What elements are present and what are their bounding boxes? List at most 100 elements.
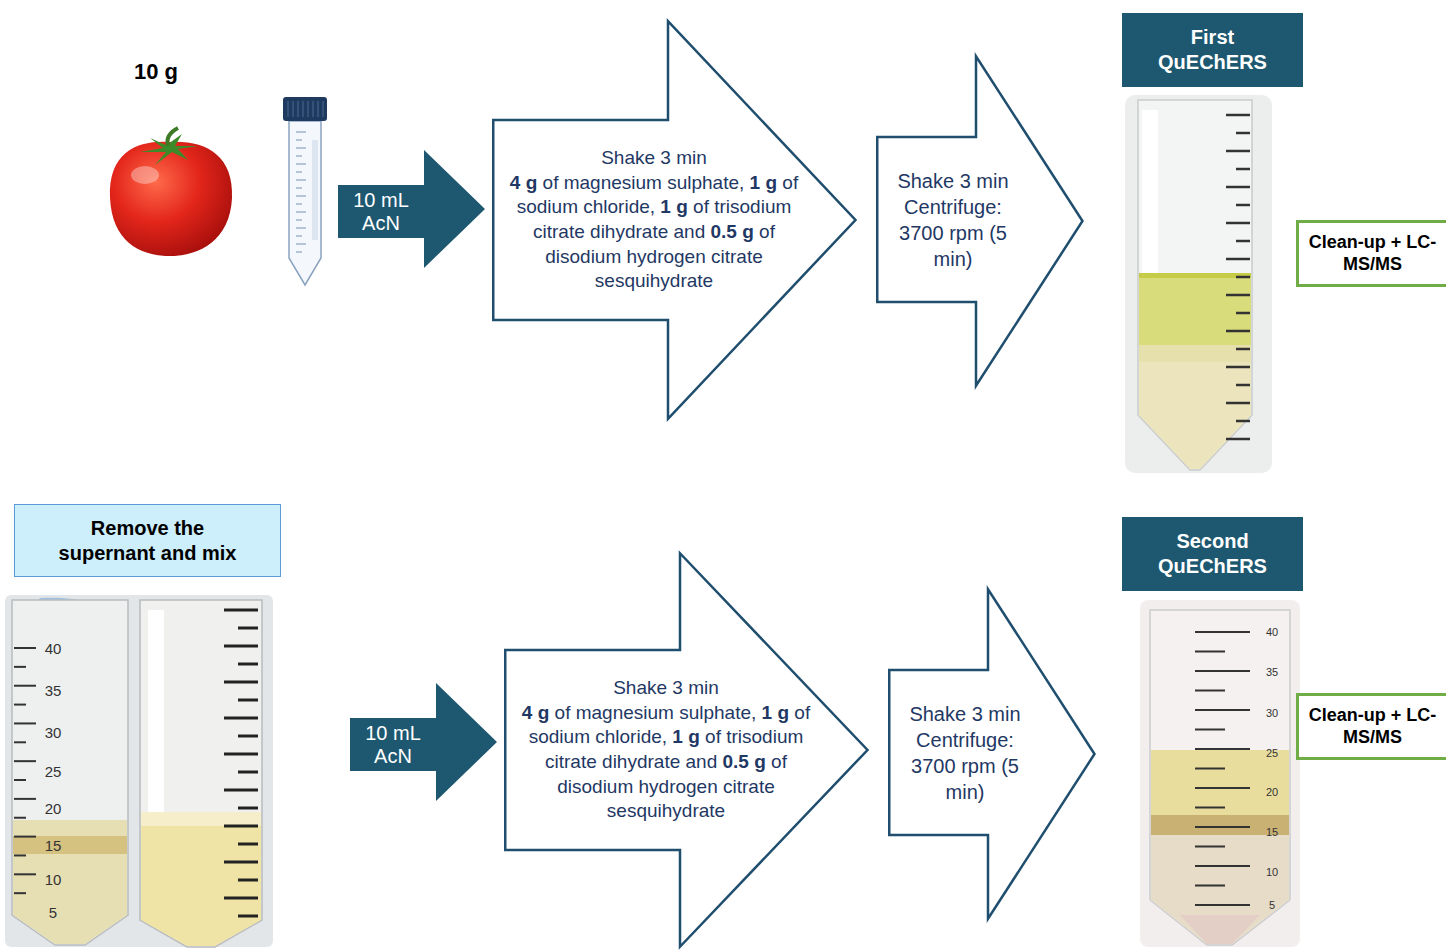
graduation-marks — [1195, 787, 1250, 789]
first-extract-photo — [1139, 275, 1251, 345]
solvent-arrow: 10 mL AcN — [350, 683, 497, 801]
tube-icon — [289, 121, 321, 285]
node-body-text: Centrifuge: 3700 rpm (5 min) — [894, 727, 1036, 805]
graduation-marks — [1195, 651, 1225, 653]
text-run: 1 g — [660, 196, 687, 217]
supernatant-transfer-photo — [140, 600, 262, 947]
graduation-marks — [1195, 631, 1250, 633]
graduation-marks — [1226, 330, 1250, 333]
analysis-box: Clean-up + LC-MS/MS — [1296, 693, 1446, 760]
tube-icon — [283, 97, 327, 285]
graduation-marks — [296, 179, 306, 180]
graduation-marks — [238, 879, 258, 882]
node-text: Second QuEChERS — [1148, 529, 1278, 579]
graduation-marks — [14, 836, 36, 838]
tomato-illustration — [110, 128, 232, 256]
text-holder: Shake 3 min4 g of magnesium sulphate, 1 … — [516, 676, 816, 824]
solvent-arrow: 10 mL AcN — [338, 150, 485, 268]
graduation-marks — [1236, 240, 1250, 243]
scale-number: 30 — [1266, 708, 1278, 719]
supernatant-transfer-photo — [12, 600, 128, 945]
stage-header: First QuEChERS — [1122, 13, 1303, 87]
graduation-marks — [1195, 729, 1225, 731]
first-extract-photo — [1139, 273, 1251, 278]
scale-number: 5 — [49, 905, 57, 920]
first-extract-photo — [1139, 345, 1251, 362]
text-run: 4 g — [522, 702, 549, 723]
node-text: Shake 3 min — [516, 676, 816, 701]
arrow-outline — [877, 56, 1082, 386]
graduation-marks — [224, 681, 258, 684]
arrow-shape — [492, 20, 858, 420]
second-extract-photo — [1151, 750, 1289, 815]
text-run: 0.5 g — [711, 221, 754, 242]
graduation-marks — [238, 699, 258, 702]
graduation-marks — [296, 195, 306, 196]
node-text: Clean-up + LC-MS/MS — [1308, 705, 1438, 748]
graduation-marks — [1195, 826, 1250, 828]
graduation-marks — [14, 817, 26, 819]
second-extract-photo — [1140, 600, 1300, 947]
first-extract-photo — [1138, 100, 1252, 470]
graduation-marks — [14, 779, 26, 781]
graduation-marks — [1195, 748, 1250, 750]
graduation-marks — [296, 131, 306, 132]
graduation-marks — [296, 139, 302, 140]
arrow-outline — [493, 21, 855, 419]
text-run: 1 g — [762, 702, 789, 723]
node-text: 10 mL AcN — [340, 189, 422, 235]
tomato-illustration — [167, 128, 178, 146]
graduation-marks — [296, 147, 306, 148]
graduation-marks — [238, 843, 258, 846]
tube-icon — [288, 101, 323, 117]
graduation-marks — [14, 722, 36, 724]
graduation-marks — [14, 648, 36, 893]
arrow-outline — [889, 589, 1094, 919]
graduation-marks — [1195, 885, 1225, 887]
graduation-marks — [238, 735, 258, 738]
graduation-marks — [14, 892, 26, 894]
graduation-marks — [1195, 690, 1225, 692]
scale-number: 15 — [45, 838, 62, 853]
graduation-marks — [1236, 204, 1250, 207]
scale-number: 40 — [1266, 627, 1278, 638]
graduation-marks — [1236, 312, 1250, 315]
first-extract-photo — [1125, 95, 1272, 473]
text-run: 4 g — [510, 172, 537, 193]
first-extract-photo — [1139, 362, 1251, 469]
scale-number: 40 — [45, 641, 62, 656]
supernatant-transfer-photo — [141, 812, 261, 826]
second-extract-photo — [1150, 610, 1290, 945]
graduation-marks — [1236, 276, 1250, 279]
text-run: of magnesium sulphate, — [537, 172, 749, 193]
graduation-marks — [1195, 865, 1250, 867]
arrow-outline — [350, 683, 497, 801]
scale-number: 20 — [45, 801, 62, 816]
second-extract-photo — [1151, 835, 1289, 944]
text-run: 1 g — [672, 726, 699, 747]
text-area: Shake 3 minCentrifuge: 3700 rpm (5 min) — [882, 139, 1024, 300]
graduation-marks — [1195, 709, 1250, 711]
graduation-marks — [1236, 384, 1250, 387]
text-holder: Clean-up + LC-MS/MS — [1308, 705, 1438, 748]
text-area: 10 mL AcN — [352, 718, 434, 771]
text-area: 10 mL AcN — [340, 185, 422, 238]
graduation-marks — [1195, 670, 1250, 672]
graduation-marks — [224, 825, 258, 828]
graduation-marks — [1226, 186, 1250, 189]
graduation-marks — [14, 685, 36, 687]
graduation-marks — [14, 854, 26, 856]
arrow-shape — [504, 552, 870, 948]
scale-number: 5 — [1269, 900, 1275, 911]
graduation-marks — [1195, 846, 1225, 848]
second-extract-photo — [1140, 600, 1300, 947]
node-text: Remove the supernant and mix — [45, 516, 250, 566]
graduation-marks — [1226, 114, 1250, 117]
graduation-marks — [1195, 632, 1250, 905]
graduation-marks — [1195, 807, 1225, 809]
graduation-marks — [14, 873, 36, 875]
graduation-marks — [1236, 348, 1250, 351]
text-area: Shake 3 min4 g of magnesium sulphate, 1 … — [504, 122, 804, 318]
node-text: Shake 3 min — [504, 146, 804, 171]
